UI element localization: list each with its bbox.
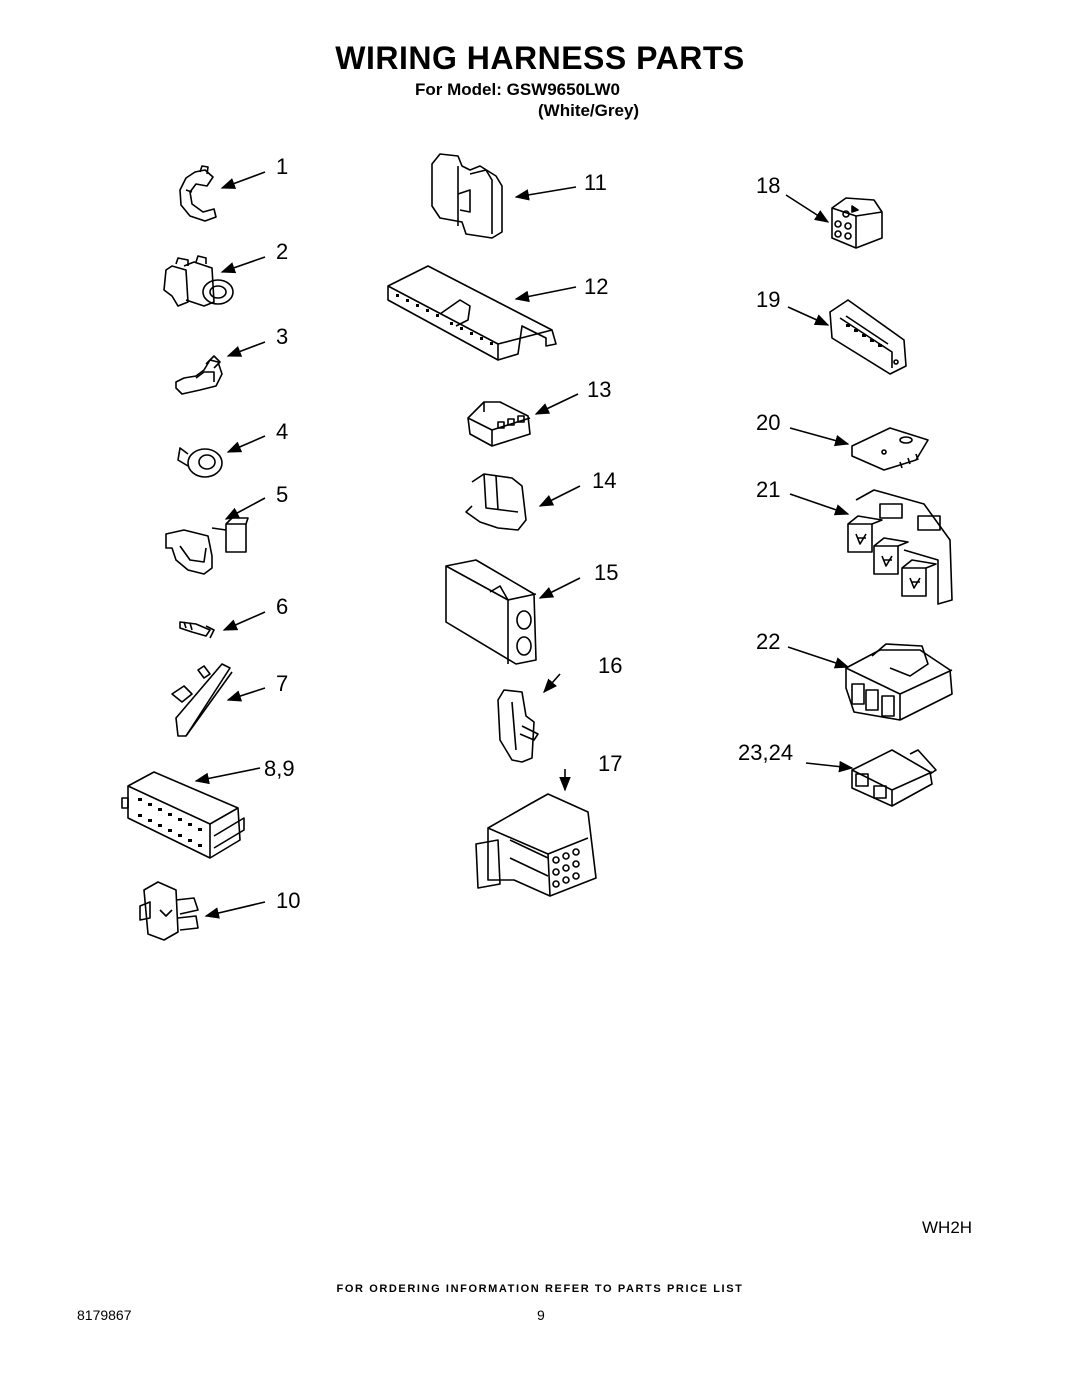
leader-arrows [194, 171, 854, 919]
part-18-6way-plug [831, 197, 883, 249]
part-4-grommet [177, 447, 223, 478]
page-title: WIRING HARNESS PARTS [335, 40, 745, 76]
callout-17: 17 [598, 751, 623, 776]
model-color: (White/Grey) [538, 101, 640, 120]
callout-10: 10 [276, 888, 301, 913]
callout-16: 16 [598, 653, 623, 678]
diagram-code: WH2H [922, 1218, 973, 1237]
callout-3: 3 [276, 324, 289, 349]
callout-5: 5 [276, 482, 289, 507]
model-number: For Model: GSW9650LW0 [415, 80, 620, 99]
part-13-small-connector [467, 401, 531, 447]
callout-6: 6 [276, 594, 289, 619]
callout-15: 15 [594, 560, 619, 585]
part-12-long-connector [387, 265, 557, 361]
callout-22: 22 [756, 629, 781, 654]
part-17-large-housing [475, 793, 597, 897]
callout-13: 13 [587, 377, 612, 402]
part-6-push-rivet [179, 621, 215, 639]
part-15-2way-housing [445, 559, 537, 665]
part-1-clip [179, 165, 217, 222]
callout-23-24: 23,24 [738, 740, 794, 765]
callout-11: 11 [584, 170, 607, 195]
ordering-note: FOR ORDERING INFORMATION REFER TO PARTS … [336, 1283, 744, 1295]
callout-4: 4 [276, 419, 289, 444]
part-3-spring-clip [175, 355, 223, 395]
callout-12: 12 [584, 274, 609, 299]
part-23-24-connector [851, 749, 937, 807]
callout-19: 19 [756, 287, 781, 312]
part-21-relay-block [847, 489, 953, 605]
part-20-mounting-plate [851, 427, 929, 471]
part-2-clip [163, 255, 234, 307]
callout-1: 1 [276, 154, 289, 179]
part-5-cable-clamp [165, 517, 249, 575]
part-14-sleeve [465, 473, 527, 531]
document-number: 8179867 [77, 1307, 132, 1323]
callout-2: 2 [276, 239, 289, 264]
callout-20: 20 [756, 410, 781, 435]
part-8-9-multi-pin-connector [121, 771, 245, 859]
part-19-dsub-connector [829, 299, 907, 375]
part-16-retainer [497, 689, 539, 763]
callout-7: 7 [276, 671, 289, 696]
callout-21: 21 [756, 477, 781, 502]
part-10-terminal-block [139, 881, 199, 941]
callout-14: 14 [592, 468, 617, 493]
part-7-tie-mount [171, 663, 233, 737]
callout-18: 18 [756, 173, 781, 198]
callout-8-9: 8,9 [264, 756, 295, 781]
page-number: 9 [537, 1307, 545, 1323]
part-11-housing [431, 153, 503, 239]
part-22-connector [845, 643, 953, 721]
